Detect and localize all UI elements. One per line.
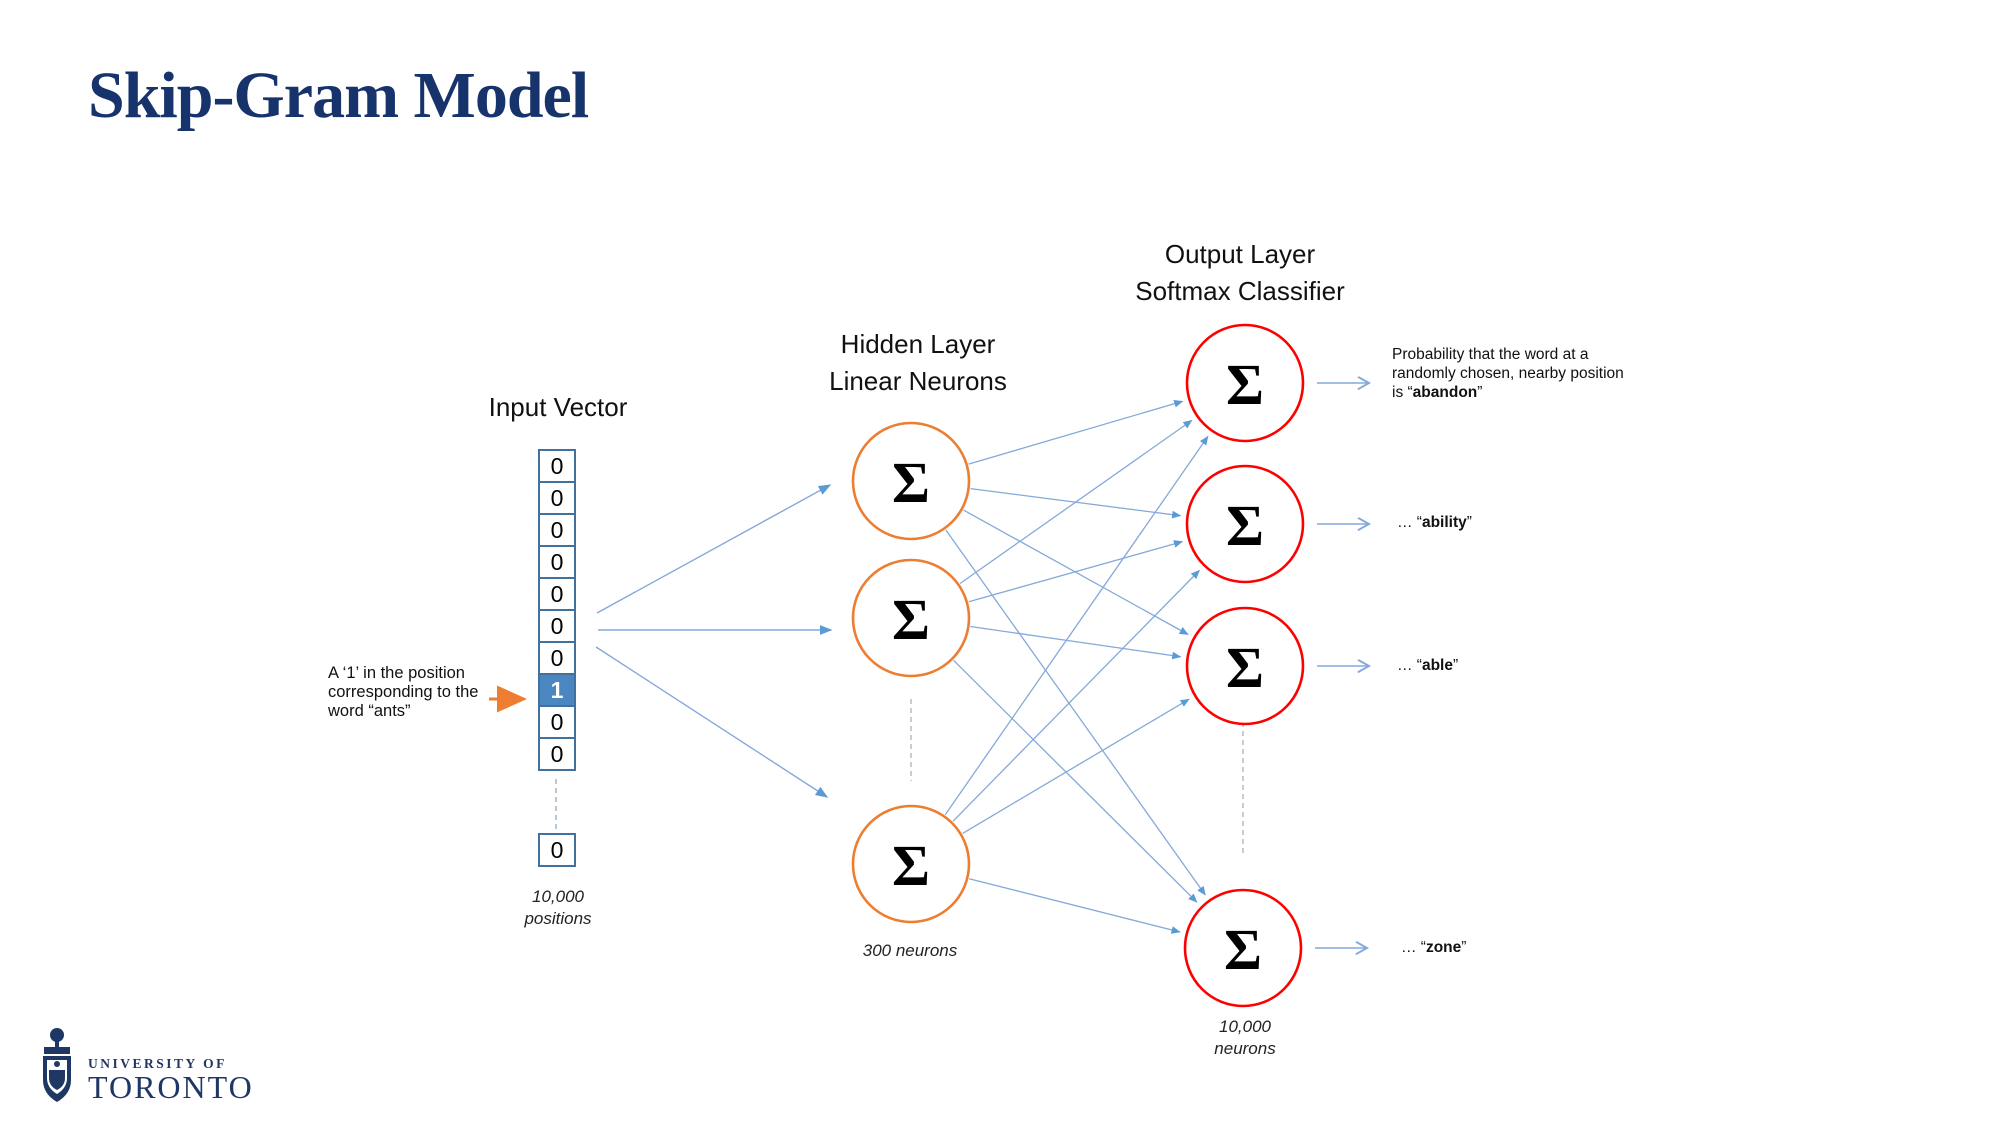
sigma-symbol: Σ xyxy=(892,587,930,652)
hidden-output-connection xyxy=(969,878,1181,934)
hidden-output-connection xyxy=(959,419,1193,585)
output-layer-label-line2: Softmax Classifier xyxy=(1135,276,1345,306)
output-layer-label-line1: Output Layer xyxy=(1164,239,1316,269)
output-count-line2: neurons xyxy=(1214,1039,1276,1058)
uoft-logo-line2: TORONTO xyxy=(88,1069,254,1105)
output-annotation-ability: … “ability” xyxy=(1397,513,1472,532)
sigma-symbol: Σ xyxy=(1224,917,1262,982)
output-annotation-zone: … “zone” xyxy=(1401,938,1466,957)
sigma-symbol: Σ xyxy=(1226,635,1264,700)
hidden-layer-label: Hidden Layer Linear Neurons xyxy=(788,326,1048,400)
output-annotation-able-text: … “ xyxy=(1397,657,1422,674)
vector-cell: 0 xyxy=(538,449,576,483)
hidden-output-connection xyxy=(953,659,1198,903)
hidden-output-connection xyxy=(968,399,1184,465)
output-annotation-able: … “able” xyxy=(1397,656,1458,675)
vector-tail-cell: 0 xyxy=(538,833,576,867)
one-hot-annotation-line3: word “ants” xyxy=(328,702,411,720)
positions-count-line1: 10,000 xyxy=(532,887,584,906)
output-annotation-abandon: Probability that the word at a randomly … xyxy=(1392,345,1632,402)
output-neuron xyxy=(1185,606,1305,726)
vector-cell-hot: 1 xyxy=(538,673,576,707)
output-neuron xyxy=(1183,888,1303,1008)
vector-cell: 0 xyxy=(538,705,576,739)
vector-cell: 0 xyxy=(538,545,576,579)
sigma-symbol: Σ xyxy=(892,450,930,515)
output-neuron xyxy=(1185,323,1305,443)
vector-cell: 0 xyxy=(538,641,576,675)
input-hidden-arrow xyxy=(596,484,832,614)
hidden-neuron xyxy=(851,558,971,678)
output-annotation-zone-close: ” xyxy=(1461,939,1467,956)
output-count-line1: 10,000 xyxy=(1219,1017,1271,1036)
hidden-layer-label-line1: Hidden Layer xyxy=(840,329,996,359)
output-layer-label: Output Layer Softmax Classifier xyxy=(1110,236,1370,310)
input-vector-label: Input Vector xyxy=(488,392,628,422)
one-hot-annotation: A ‘1’ in the position corresponding to t… xyxy=(328,664,478,721)
output-annotation-zone-text: … “ xyxy=(1401,939,1426,956)
output-neuron xyxy=(1185,464,1305,584)
output-annotation-abandon-text: Probability that the word at a randomly … xyxy=(1392,346,1624,401)
hidden-neuron xyxy=(851,421,971,541)
output-annotation-abandon-word: abandon xyxy=(1412,384,1478,401)
output-annotation-zone-word: zone xyxy=(1425,939,1462,956)
hidden-output-connection xyxy=(968,540,1184,603)
sigma-symbol: Σ xyxy=(892,833,930,898)
vector-cell: 0 xyxy=(538,609,576,643)
vector-cell: 0 xyxy=(538,481,576,515)
page-title: Skip-Gram Model xyxy=(88,59,589,132)
output-annotation-ability-text: … “ xyxy=(1397,514,1422,531)
input-hidden-arrow xyxy=(595,646,829,798)
uoft-crest-icon xyxy=(43,1028,71,1102)
sigma-symbol: Σ xyxy=(1226,493,1264,558)
output-annotation-ability-word: ability xyxy=(1421,514,1467,531)
uoft-logo: UNIVERSITY OF TORONTO xyxy=(36,1026,254,1104)
output-annotation-able-close: ” xyxy=(1452,657,1459,674)
positions-count-label: 10,000 positions xyxy=(498,886,618,930)
positions-count-line2: positions xyxy=(524,909,592,928)
sigma-symbol: Σ xyxy=(1226,352,1264,417)
hidden-count-label: 300 neurons xyxy=(862,941,958,960)
output-annotation-abandon-close: ” xyxy=(1477,384,1483,401)
hidden-output-connection xyxy=(945,529,1206,896)
one-hot-annotation-line2: corresponding to the xyxy=(328,683,479,701)
hidden-layer-label-line2: Linear Neurons xyxy=(829,366,1007,396)
hidden-output-connection xyxy=(962,698,1190,834)
uoft-logo-text: UNIVERSITY OF TORONTO xyxy=(88,1056,254,1104)
one-hot-annotation-line1: A ‘1’ in the position xyxy=(328,664,465,682)
hidden-neuron xyxy=(851,804,971,924)
output-annotation-ability-close: ” xyxy=(1466,514,1472,531)
output-annotation-able-word: able xyxy=(1421,657,1453,674)
hidden-output-connection xyxy=(952,569,1200,822)
vector-cell: 0 xyxy=(538,513,576,547)
uoft-logo-line1: UNIVERSITY OF xyxy=(88,1056,227,1071)
hidden-output-connection xyxy=(970,625,1182,660)
output-count-label: 10,000 neurons xyxy=(1185,1016,1305,1060)
hidden-output-connection xyxy=(944,435,1209,816)
vector-cell: 0 xyxy=(538,577,576,611)
vector-cell: 0 xyxy=(538,737,576,771)
